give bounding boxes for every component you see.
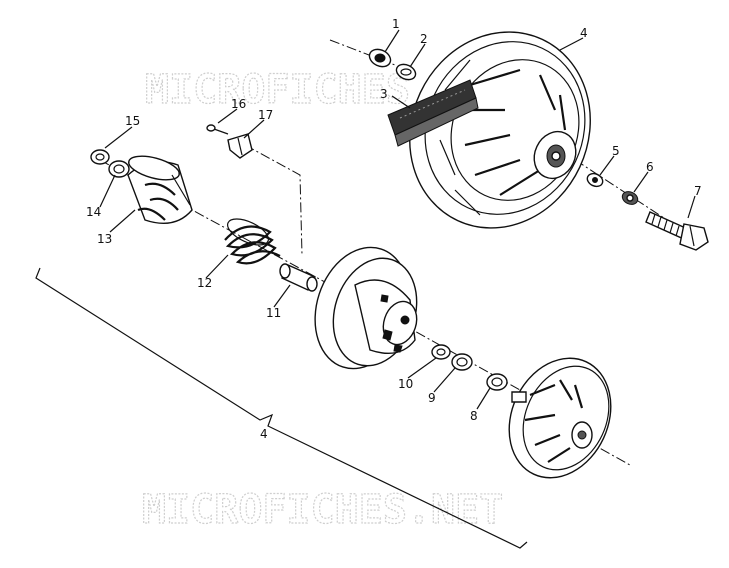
spider-part13: [127, 155, 193, 224]
label-part-15: 15: [125, 114, 140, 128]
bushing-part1: [368, 48, 392, 68]
label-assembly: 4: [260, 427, 268, 441]
movable-sheave: [314, 246, 418, 370]
axis-line-main: [99, 159, 521, 391]
label-part-10: 10: [398, 377, 413, 391]
label-part-5: 5: [612, 144, 620, 158]
label-part-9: 9: [428, 391, 436, 405]
label-part-17: 17: [258, 108, 273, 122]
screw-part16: [206, 124, 229, 135]
label-part-14: 14: [86, 205, 101, 219]
label-part-7: 7: [694, 184, 702, 198]
washer-part8: [486, 373, 508, 391]
watermark-bottom: MICROFICHES.NET: [142, 487, 503, 533]
weight-part17: [227, 133, 253, 159]
snap-ring-part15: [90, 149, 110, 165]
label-part-3: 3: [380, 87, 388, 101]
bolt-part7: [645, 211, 709, 251]
washer-part14: [108, 160, 130, 178]
label-part-4: 4: [580, 26, 588, 40]
label-part-13: 13: [97, 232, 112, 246]
label-part-6: 6: [646, 160, 654, 174]
lockwasher-part6: [621, 191, 639, 205]
leader-lines: [99, 29, 696, 410]
assembly-bracket: [35, 267, 528, 549]
bushing-part11: [279, 263, 318, 292]
washer-part5: [586, 172, 604, 188]
washer-part10: [431, 344, 451, 360]
label-part-11: 11: [266, 306, 281, 320]
label-part-1: 1: [392, 17, 400, 31]
label-part-16: 16: [231, 97, 246, 111]
label-part-12: 12: [197, 276, 212, 290]
drive-belt: [387, 79, 479, 147]
axis-line-weight: [244, 144, 303, 256]
spring-part12: [224, 218, 281, 265]
washer-part9: [451, 353, 473, 371]
lower-fan-sheave: [508, 357, 612, 479]
washer-part2: [395, 63, 417, 81]
label-part-2: 2: [420, 32, 428, 46]
label-part-8: 8: [470, 409, 478, 423]
